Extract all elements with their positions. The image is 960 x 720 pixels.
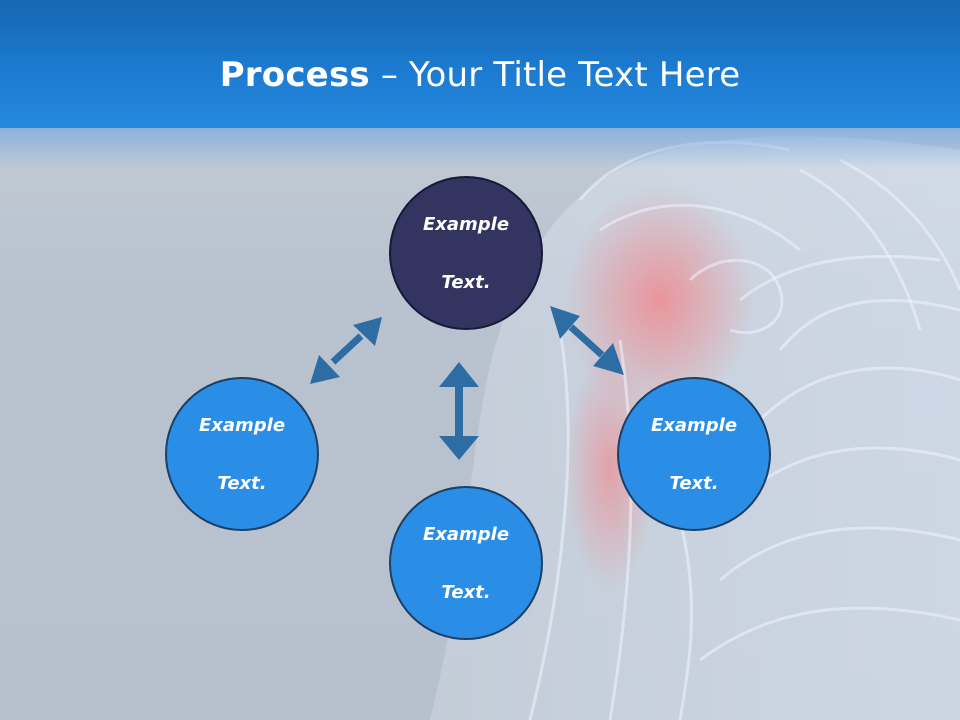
slide-title: Process – Your Title Text Here (0, 50, 960, 100)
title-strong: Process (219, 55, 370, 95)
arrow-vertical (439, 362, 479, 460)
node-text-line2: Text. (669, 472, 719, 494)
node-text-line2: Text. (217, 472, 267, 494)
node-text-line1: Example (422, 213, 510, 235)
arrow-right-top (550, 306, 624, 375)
node-text-line1: Example (422, 523, 510, 545)
arrow-left-top (310, 317, 382, 384)
node-text-line1: Example (650, 414, 738, 436)
node-text-line2: Text. (441, 581, 491, 603)
node-text-line2: Text. (441, 271, 491, 293)
title-rest: – Your Title Text Here (369, 55, 741, 95)
title-fade (0, 128, 960, 168)
node-text-line1: Example (198, 414, 286, 436)
title-bar (0, 0, 960, 128)
